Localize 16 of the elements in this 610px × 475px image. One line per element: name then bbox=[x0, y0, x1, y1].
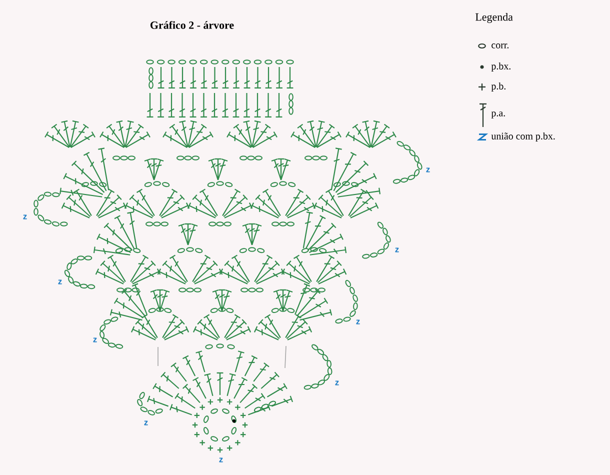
join-mark: z bbox=[219, 458, 223, 462]
legend-heading: Legenda bbox=[476, 13, 513, 23]
join-mark: z bbox=[426, 168, 430, 172]
join-mark: z bbox=[58, 280, 62, 284]
legend-text: corr. bbox=[492, 44, 509, 48]
legend-text: p.bx. bbox=[491, 62, 510, 72]
join-mark: z bbox=[93, 338, 97, 342]
legend-text: união com p.bx. bbox=[491, 132, 555, 142]
legend-text: p.a. bbox=[491, 112, 505, 118]
join-mark: z bbox=[23, 214, 27, 220]
join-mark: z bbox=[144, 420, 148, 426]
join-mark: z bbox=[356, 320, 360, 324]
join-mark: z bbox=[335, 380, 339, 386]
join-mark: z bbox=[395, 248, 399, 252]
legend-text: p.b. bbox=[491, 82, 506, 92]
chart-title: Gráfico 2 - árvore bbox=[150, 21, 234, 29]
